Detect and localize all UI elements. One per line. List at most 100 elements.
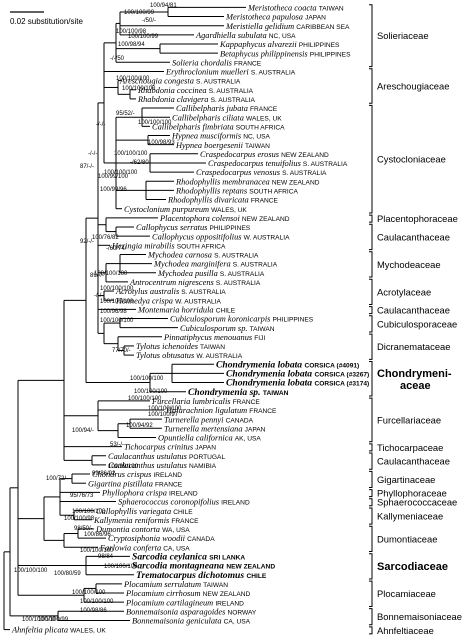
support-value: 100/96/98 [100,309,127,315]
family-label: Ahnfeltiaceae [377,625,434,636]
taxon-locality: CA, USA [163,545,190,552]
taxon-locality: SOUTH AFRICA [177,243,226,250]
taxon-label: Chondrus crispus IRELAND [92,470,182,479]
taxon-locality: TAIWAN [263,390,289,397]
taxon-label: Callophycus oppositifolius W. AUSTRALIA [152,232,290,241]
taxon-locality: WALES, UK [70,628,106,635]
support-value: -/-/- [88,151,97,157]
family-bracket [369,608,373,626]
taxon-locality: FRANCE [249,408,277,415]
taxon-locality: CORSICA [305,362,336,369]
support-value: 77/70/- [112,348,131,354]
taxon-name: Rhodophyllis reptans [175,187,249,196]
family-bracket [369,498,373,507]
taxon-label: Kappaphycus alvarezii PHILIPPINES [219,40,340,49]
family-bracket [369,68,373,104]
tree-branches [3,6,246,631]
taxon-name: Craspedocarpus venosus [196,168,282,177]
taxon-label: Mychodea carnosa S. AUSTRALIA [147,251,259,260]
taxon-label: Meristotheca papulosa JAPAN [225,13,326,22]
taxon-label: Sphaerococcus coronopifolius IRELAND [118,498,250,507]
support-value: 100/99/100 [108,464,139,470]
taxon-name: Callophycus serratus [136,223,210,232]
taxon-label: Solieria chordalis FRANCE [172,58,262,67]
taxon-label: Kallymenia reniformis FRANCE [93,516,199,525]
taxon-label: Dumontia contorta WA, USA [95,525,190,534]
taxon-name: Craspedocarpus erosus [200,150,281,159]
support-value: -/-/50 [110,56,125,62]
taxon-label: Cubiculosporum sp. TAIWAN [180,324,275,333]
taxon-locality: FIJI [254,335,265,342]
taxon-locality: JAPAN [305,15,326,22]
taxon-name: Solieria chordalis [172,58,234,67]
support-value: 100/100/100 [22,617,56,623]
family-label: Solieriaceae [377,30,429,41]
taxon-name: Dumontia contorta [95,525,162,534]
family-bracket [369,104,373,214]
taxon-locality: S. AUSTRALIA [233,262,278,269]
support-value: 100/80/59 [54,571,81,577]
taxon-label: Cystoclonium purpureum WALES, UK [124,205,247,214]
support-value: 100/100/100 [128,396,162,402]
taxon-label: Erythroclonium muelleri S. AUSTRALIA [165,68,296,77]
taxon-label: Callibelpharis ciliata WALES, UK [172,113,282,122]
taxon-locality: FRANCE [233,399,261,406]
taxon-locality: S. AUSTRALIA [209,88,254,95]
taxon-label: Callophyllis variegata CHILE [96,507,193,516]
support-value: 98/50/- [74,526,93,532]
taxon-label: Rhabdonia clavigera S. AUSTRALIA [137,95,256,104]
family-label: Sarcodiaceae [377,561,448,573]
taxon-label: Plocamium serrulatum TAIWAN [123,580,228,589]
taxon-name: Rhodophyllis divaricata [167,196,251,205]
support-value: 100/100/98 [116,29,147,35]
taxon-name: Betaphycus philippinensis [220,49,310,58]
taxon-name: Chondrymenia lobata [226,378,315,389]
taxon-label: Callibelpharis jubata FRANCE [176,104,278,113]
taxon-name: Trematocarpus dichotomus [136,570,247,581]
taxon-name: Phyllophora crispa [101,488,169,497]
support-value: 100/76/82 [92,235,119,241]
support-value: 100/94/- [72,428,94,434]
taxon-label: Heringia mirabilis SOUTH AFRICA [111,241,226,250]
taxon-name: Plocamium cirrhosum [125,589,203,598]
taxon-name: Placentophora colensoi [159,214,242,223]
taxon-name: Mychodea carnosa [147,251,214,260]
family-bracket [369,315,373,333]
taxon-label: Hypnea boergesenii TAIWAN [175,141,270,150]
support-value: 100/100/100 [94,271,128,277]
taxon-locality: PHILIPPINES [299,42,340,49]
taxon-name: Plocamium cartilagineum [125,598,215,607]
taxon-locality: CORSICA [315,381,346,388]
support-value: 95/52/- [116,111,135,117]
taxon-label: Ahnfeltia plicata WALES, UK [11,626,106,635]
support-value: 99/86/92 [92,471,116,477]
taxon-locality: FRANCE [171,518,199,525]
taxon-name: Chondrymenia lobata [226,369,315,380]
support-value: -/60/74/ [106,246,127,252]
support-value: 100/100/98 [64,516,95,522]
taxon-locality: IRELAND [169,490,198,497]
support-value: 100/100/97 [148,412,179,418]
taxon-name: Montemaria horridula [137,305,216,314]
taxon-label: Tylotus obtusatus W. AUSTRALIA [136,351,243,360]
taxon-locality: TAIWAN [203,582,228,589]
family-bracket [369,626,373,635]
taxon-locality: PHILIPPINES [273,317,314,324]
family-label: Caulacanthaceae [377,456,450,467]
taxon-name: Hennedya crispa [115,296,175,305]
support-value: 100/86/96 [84,532,111,538]
taxon-label: Meristotheca coacta TAIWAN [247,4,344,13]
taxon-locality: TAIWAN [319,6,344,13]
taxon-locality: PHILIPPINES [210,225,251,232]
support-value: 100/100/100 [114,151,148,157]
taxon-name: Agardhiella subulata [195,31,269,40]
taxon-name: Cubiculosporum koronicarpis [170,315,273,324]
family-bracket [369,361,373,397]
taxon-name: Rhabdonia coccinea [137,86,209,95]
taxon-name: Chondrus crispus [92,470,153,479]
family-label: Mychodeaceae [377,259,441,270]
taxon-name: Rhabdonia clavigera [137,95,211,104]
family-label: Caulacanthaceae [377,305,450,316]
taxon-label: Plocamium cirrhosum NEW ZEALAND [125,589,250,598]
